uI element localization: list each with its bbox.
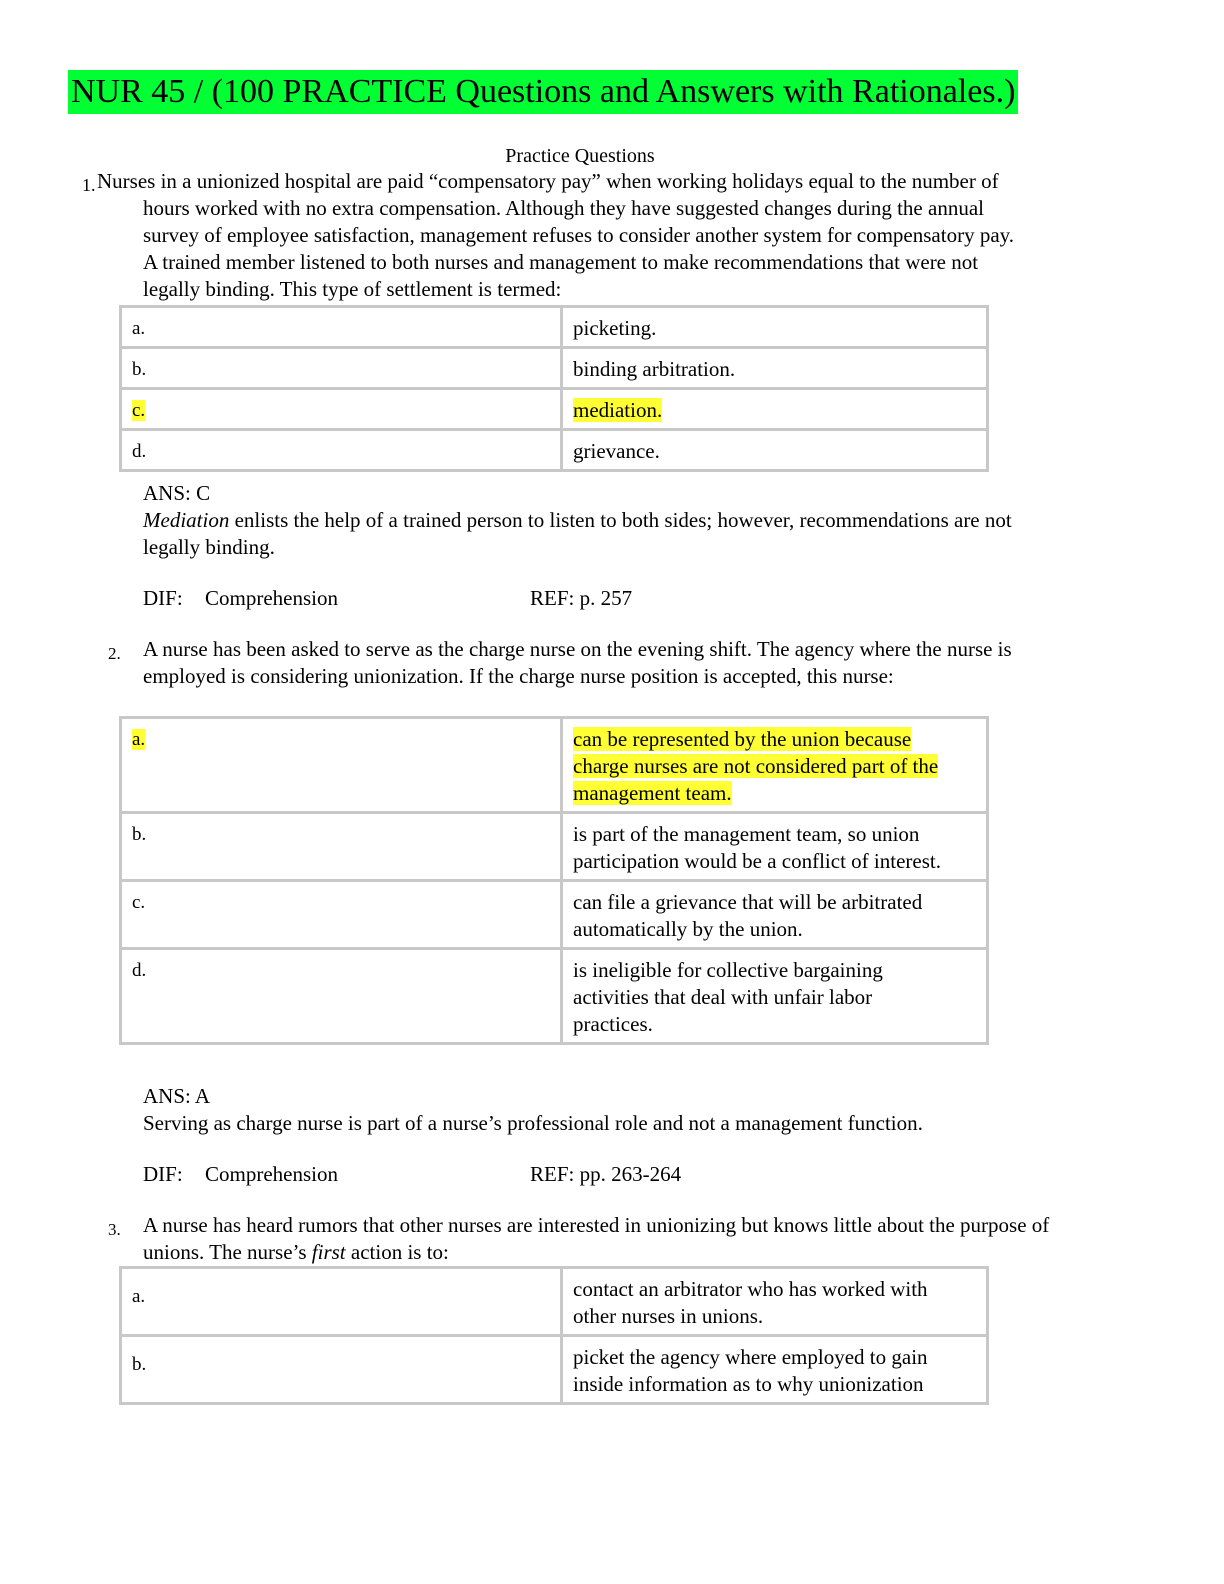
answer-block: ANS: C Mediation enlists the help of a t… bbox=[143, 480, 1073, 561]
section-heading: Practice Questions bbox=[505, 145, 655, 167]
option-text: binding arbitration. bbox=[560, 346, 989, 390]
option-letter: a. bbox=[119, 716, 563, 814]
option-row[interactable]: a. picketing. bbox=[119, 305, 989, 349]
question-number: 1. bbox=[82, 175, 96, 195]
option-letter: c. bbox=[119, 879, 563, 950]
option-row[interactable]: b. binding arbitration. bbox=[119, 346, 989, 390]
document-title: NUR 45 / (100 PRACTICE Questions and Ans… bbox=[68, 70, 1019, 114]
answer-key: ANS: A bbox=[143, 1084, 211, 1108]
reference-label: REF: bbox=[530, 1162, 575, 1186]
answer-block: ANS: A Serving as charge nurse is part o… bbox=[143, 1083, 1073, 1137]
reference-label: REF: bbox=[530, 586, 575, 610]
option-letter: b. bbox=[119, 1334, 563, 1405]
question-stem-text: A nurse has heard rumors that other nurs… bbox=[143, 1213, 1050, 1264]
option-text: is part of the management team, so union… bbox=[560, 811, 989, 882]
option-letter: c. bbox=[119, 387, 563, 431]
question-stem: A nurse has heard rumors that other nurs… bbox=[143, 1212, 1073, 1266]
difficulty-value: Comprehension bbox=[205, 1162, 338, 1186]
answer-key: ANS: C bbox=[143, 481, 211, 505]
reference-value: p. 257 bbox=[579, 586, 633, 610]
option-text: contact an arbitrator who has worked wit… bbox=[560, 1266, 989, 1337]
option-text: picket the agency where employed to gain… bbox=[560, 1334, 989, 1405]
question-stem-text: Nurses in a unionized hospital are paid … bbox=[97, 169, 1015, 301]
option-letter: a. bbox=[119, 305, 563, 349]
difficulty: DIF: Comprehension bbox=[143, 585, 338, 612]
rationale-text: enlists the help of a trained person to … bbox=[143, 508, 1012, 559]
options-table: a. contact an arbitrator who has worked … bbox=[119, 1266, 989, 1405]
answer-highlight: can be represented by the union because … bbox=[573, 727, 939, 805]
option-row-correct[interactable]: c. mediation. bbox=[119, 387, 989, 431]
option-row[interactable]: a. contact an arbitrator who has worked … bbox=[119, 1266, 989, 1337]
rationale-term: Mediation bbox=[143, 508, 230, 532]
options-table: a. picketing. b. binding arbitration. c.… bbox=[119, 305, 989, 472]
option-row[interactable]: b. is part of the management team, so un… bbox=[119, 811, 989, 882]
option-row-correct[interactable]: a. can be represented by the union becau… bbox=[119, 716, 989, 814]
question-stem: A nurse has been asked to serve as the c… bbox=[143, 637, 1012, 688]
answer-highlight: c. bbox=[132, 400, 146, 421]
question-stem: Nurses in a unionized hospital are paid … bbox=[97, 168, 1032, 303]
reference: REF: p. 257 bbox=[530, 585, 632, 612]
difficulty-value: Comprehension bbox=[205, 586, 338, 610]
options-table: a. can be represented by the union becau… bbox=[119, 716, 989, 1045]
difficulty: DIF: Comprehension bbox=[143, 1161, 338, 1188]
difficulty-label: DIF: bbox=[143, 586, 183, 610]
option-text: can file a grievance that will be arbitr… bbox=[560, 879, 989, 950]
option-text: can be represented by the union because … bbox=[560, 716, 989, 814]
option-row[interactable]: d. is ineligible for collective bargaini… bbox=[119, 947, 989, 1045]
answer-highlight: a. bbox=[132, 729, 146, 750]
answer-highlight: mediation. bbox=[573, 398, 663, 422]
option-text: grievance. bbox=[560, 428, 989, 472]
option-text: picketing. bbox=[560, 305, 989, 349]
option-row[interactable]: b. picket the agency where employed to g… bbox=[119, 1334, 989, 1405]
reference: REF: pp. 263-264 bbox=[530, 1161, 681, 1188]
option-text: is ineligible for collective bargaining … bbox=[560, 947, 989, 1045]
question-stem-emphasis: first bbox=[311, 1240, 346, 1264]
option-row[interactable]: d. grievance. bbox=[119, 428, 989, 472]
question-number: 3. bbox=[108, 1220, 121, 1239]
reference-value: pp. 263-264 bbox=[579, 1162, 682, 1186]
question-stem-text: action is to: bbox=[345, 1240, 449, 1264]
option-letter: a. bbox=[119, 1266, 563, 1337]
option-letter: b. bbox=[119, 346, 563, 390]
question-number: 2. bbox=[108, 644, 121, 663]
difficulty-label: DIF: bbox=[143, 1162, 183, 1186]
rationale: Mediation enlists the help of a trained … bbox=[143, 507, 1073, 561]
option-text: mediation. bbox=[560, 387, 989, 431]
option-row[interactable]: c. can file a grievance that will be arb… bbox=[119, 879, 989, 950]
option-letter: d. bbox=[119, 947, 563, 1045]
option-letter: b. bbox=[119, 811, 563, 882]
option-letter: d. bbox=[119, 428, 563, 472]
rationale: Serving as charge nurse is part of a nur… bbox=[143, 1111, 923, 1135]
